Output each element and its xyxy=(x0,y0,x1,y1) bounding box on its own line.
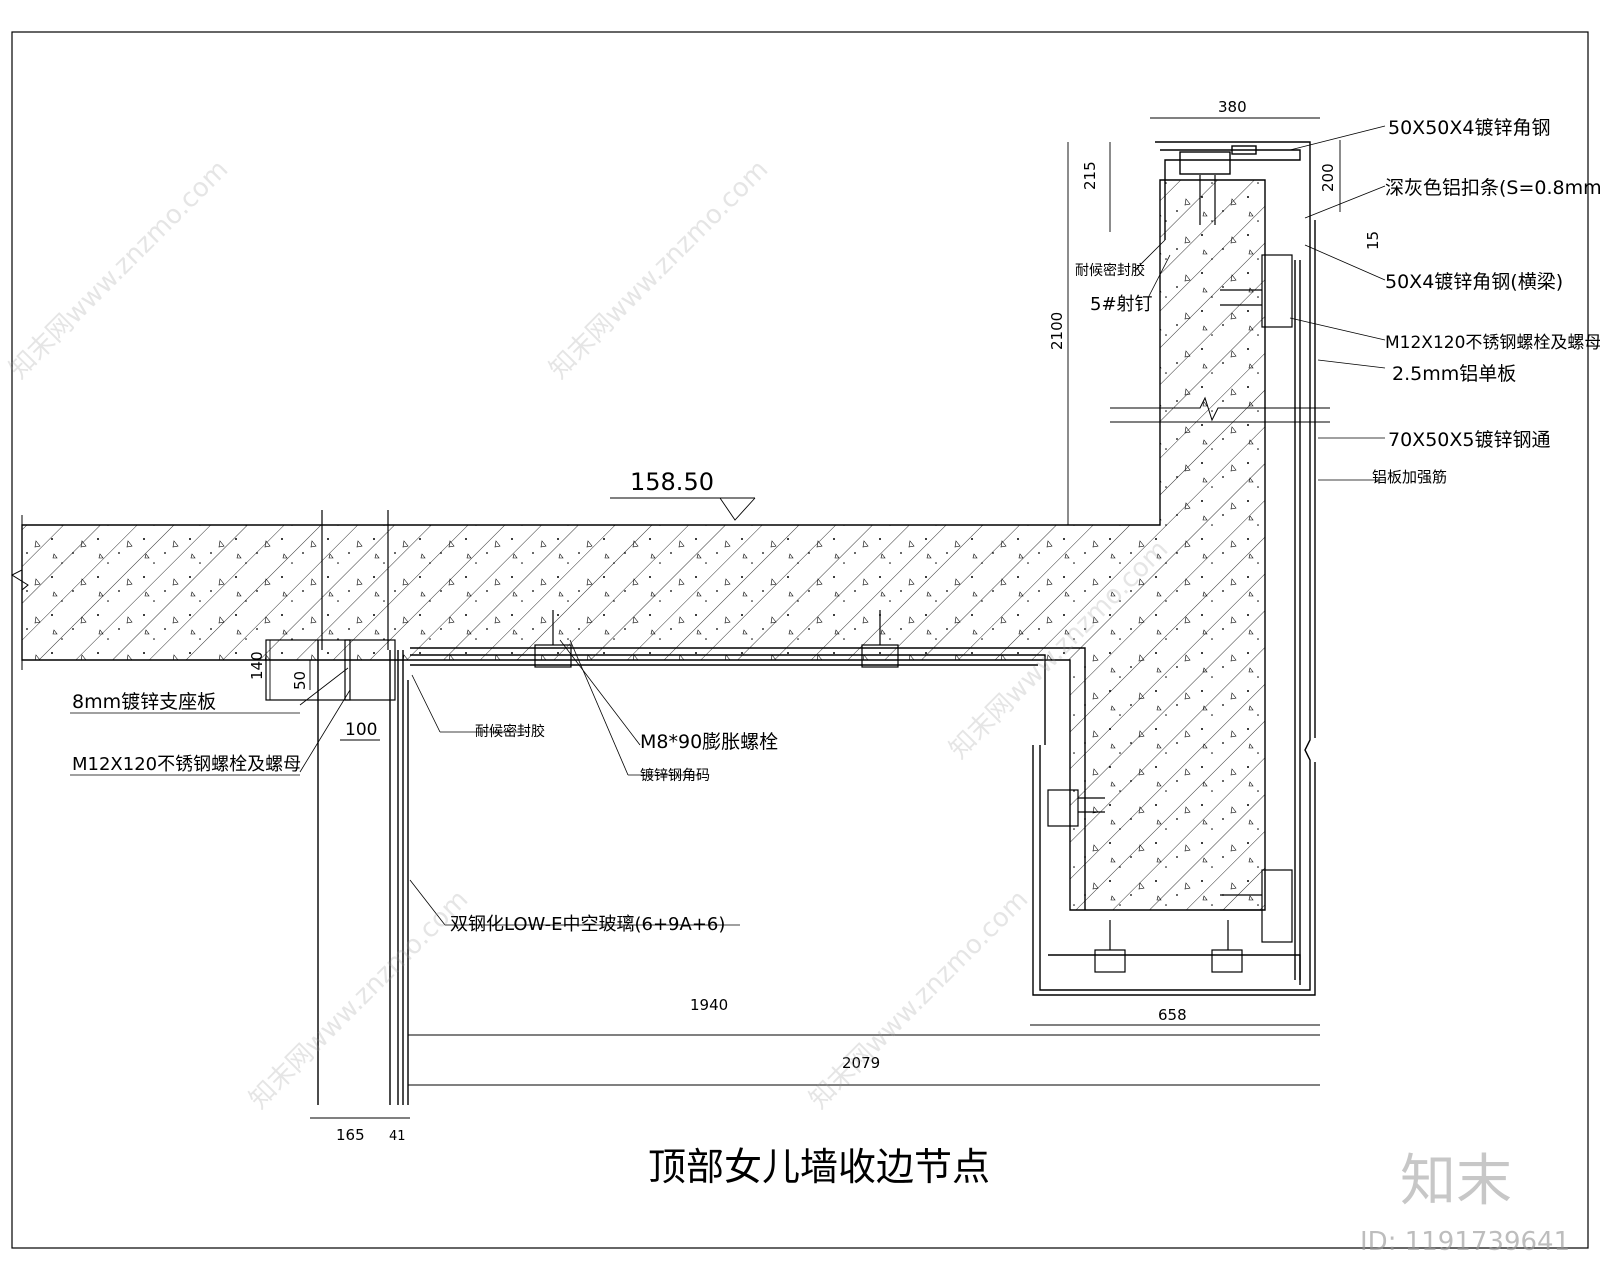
label-steel-tube: 70X50X5镀锌钢通 xyxy=(1388,429,1550,451)
dim-100: 100 xyxy=(345,720,377,740)
cladding-lines xyxy=(317,141,1316,1105)
label-alu-rib: 铝板加强筋 xyxy=(1372,468,1447,486)
elevation-label: 158.50 xyxy=(630,468,714,496)
watermark: 知末网www.znzmo.com 知末网www.znzmo.com 知末网www… xyxy=(4,154,1570,1257)
dim-2100: 2100 xyxy=(1048,312,1066,350)
dim-41: 41 xyxy=(389,1129,406,1144)
drawing-title: 顶部女儿墙收边节点 xyxy=(648,1145,990,1189)
dim-15: 15 xyxy=(1364,231,1382,250)
label-angle-code: 镀锌钢角码 xyxy=(640,767,710,784)
watermark-id: ID: 1191739641 xyxy=(1360,1227,1570,1257)
watermark-brand: 知末 xyxy=(1400,1149,1512,1214)
watermark-text-1: 知末网www.znzmo.com xyxy=(4,154,235,385)
label-alu-panel: 2.5mm铝单板 xyxy=(1392,363,1516,385)
label-base-plate: 8mm镀锌支座板 xyxy=(72,691,216,713)
label-bolt-right: M12X120不锈钢螺栓及螺母 xyxy=(1385,333,1600,353)
watermark-text-4: 知末网www.znzmo.com xyxy=(244,884,475,1115)
dim-1940: 1940 xyxy=(690,996,728,1014)
dim-50: 50 xyxy=(291,671,309,690)
concrete-structure xyxy=(10,179,1330,911)
dim-200: 200 xyxy=(1319,163,1337,192)
label-angle-steel-top: 50X50X4镀锌角钢 xyxy=(1388,117,1550,139)
label-angle-steel-beam: 50X4镀锌角钢(横梁) xyxy=(1385,271,1563,293)
dim-215: 215 xyxy=(1081,161,1099,190)
dimension-lines xyxy=(269,117,1341,1119)
label-glass: 双钢化LOW-E中空玻璃(6+9A+6) xyxy=(450,914,725,935)
leader-lines xyxy=(70,125,1386,926)
dim-2079: 2079 xyxy=(842,1054,880,1072)
watermark-text-5: 知末网www.znzmo.com xyxy=(804,884,1035,1115)
label-alu-strip: 深灰色铝扣条(S=0.8mm) xyxy=(1385,177,1600,199)
label-bolt-left: M12X120不锈钢螺栓及螺母 xyxy=(72,754,301,775)
label-sealant-top: 耐候密封胶 xyxy=(1075,262,1145,279)
sheet-border xyxy=(11,31,1589,1249)
watermark-text-2: 知末网www.znzmo.com xyxy=(544,154,775,385)
dim-140: 140 xyxy=(248,651,266,680)
dim-165: 165 xyxy=(336,1126,365,1144)
label-anchor-bolt: M8*90膨胀螺栓 xyxy=(640,731,778,753)
label-sealant-mid: 耐候密封胶 xyxy=(475,723,545,740)
label-shot-nail: 5#射钉 xyxy=(1090,294,1153,315)
dim-380: 380 xyxy=(1218,98,1247,116)
dim-658: 658 xyxy=(1158,1006,1187,1024)
